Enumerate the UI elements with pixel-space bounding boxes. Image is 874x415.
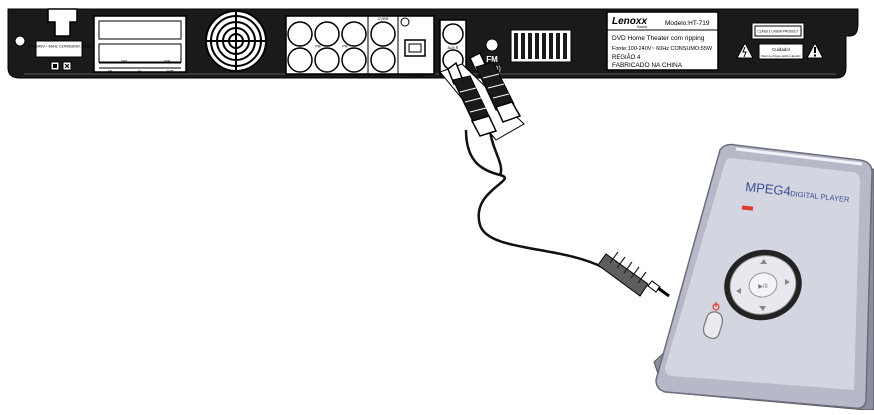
status-led: [741, 205, 754, 211]
origin-text: FABRICADO NA CHINA: [612, 62, 683, 69]
jack-label-coax: COAX: [348, 73, 360, 78]
region-text: REGIÃO 4: [612, 54, 641, 61]
rca-plug-right: [469, 51, 522, 123]
jack-label-s-video: S-VIDEO: [375, 73, 391, 78]
power-text: Fonte:100-240V~ 60Hz CONSUMO:55W: [612, 46, 713, 52]
jack-label-optical: OPTICAL: [407, 73, 425, 78]
caution-title: Cuidado!: [772, 47, 790, 52]
jack-label-cvbs: CVBS: [378, 16, 389, 21]
mounting-hole: [14, 35, 26, 47]
mini-jack-plug: [597, 251, 670, 298]
power-cord-block: 100-240V~ 60Hz CONSUMO: 55W: [28, 8, 91, 71]
speaker-label-fr: FR: [108, 69, 113, 73]
rca-audio-cable: [439, 51, 670, 298]
product-text: DVD Home Theater com ripping: [612, 35, 705, 42]
dpad-up-icon: [760, 259, 767, 264]
dpad-down-icon: [759, 306, 766, 311]
player-title-main: MPEG4: [745, 179, 792, 199]
jack-label-y: Y: [299, 44, 302, 49]
dpad-left-icon: [736, 288, 741, 294]
voltage-label: 100-240V~ 60Hz CONSUMO: 55W: [28, 44, 91, 49]
brand-sub: Sound: [637, 25, 647, 29]
play-pause-button-label: ▶/II: [758, 284, 768, 290]
speaker-sub-label-cen: CEN: [121, 59, 127, 63]
speaker-sub-label-sur: SUR: [164, 59, 171, 63]
rating-plate: Lenoxx Sound Modelo:HT-719 DVD Home Thea…: [606, 11, 719, 71]
speaker-label-sub: SUB: [167, 69, 173, 73]
cooling-fan: [205, 10, 267, 72]
dpad-right-icon: [785, 279, 790, 285]
rca-plug-left: [447, 61, 498, 137]
jack-label-pr: PR: [342, 44, 348, 49]
mpeg4-player: MPEG4 DIGITAL PLAYER ▶/II: [653, 143, 874, 411]
laser-label: CLASS 1 LASER PRODUCT: [757, 30, 798, 34]
fm-label: FM: [486, 55, 498, 64]
jack-label-l: L: [326, 73, 329, 78]
ventilation-slots: [510, 29, 572, 63]
av-output-jacks: Y PB PR L COAX CVBS S-VIDEO OPTICAL: [285, 15, 435, 78]
audio-in-label-r: AUX R: [448, 46, 459, 50]
warning-triangle-left-icon: [736, 41, 754, 59]
speaker-label-fl: FL: [138, 69, 142, 73]
jack-label-pb: PB: [315, 44, 321, 49]
caution-text: Risco de choque elétrico não abrir: [761, 54, 800, 58]
brand-logo: Lenoxx: [612, 16, 647, 27]
model-text: Modelo:HT-719: [665, 20, 710, 27]
navigation-dpad: ▶/II: [724, 249, 802, 321]
warning-plate: CLASS 1 LASER PRODUCT Cuidado! Risco de …: [736, 22, 824, 60]
power-button: [702, 302, 723, 340]
speaker-terminals: CEN SUR FR FL SUB: [93, 15, 187, 73]
home-theater-rear-panel: 100-240V~ 60Hz CONSUMO: 55W CEN SUR FR F…: [7, 8, 859, 79]
